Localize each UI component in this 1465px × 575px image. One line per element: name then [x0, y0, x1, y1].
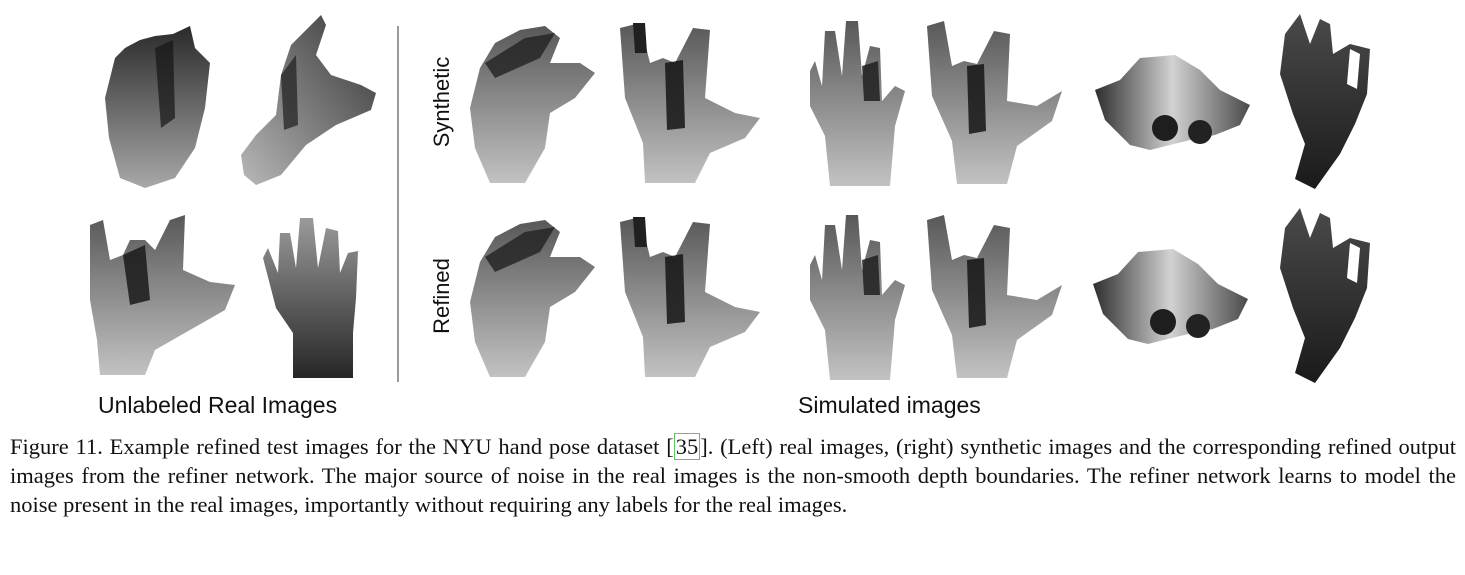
real-image-1 — [95, 18, 225, 193]
refined-image-6 — [1275, 208, 1385, 383]
figure-caption: Figure 11. Example refined test images f… — [10, 432, 1456, 519]
caption-suffix: ]. (Left) real images, (right) synthetic… — [10, 434, 1456, 517]
caption-prefix: Figure 11. Example refined test images f… — [10, 434, 674, 459]
group-label-real: Unlabeled Real Images — [98, 392, 338, 418]
refined-image-1 — [465, 212, 600, 380]
synthetic-image-3 — [800, 16, 910, 186]
real-image-2 — [236, 15, 378, 187]
synthetic-image-6 — [1275, 14, 1385, 189]
real-image-4 — [258, 213, 368, 378]
refined-image-4 — [922, 210, 1064, 380]
group-label-simulated: Simulated images — [798, 392, 981, 418]
synthetic-image-2 — [615, 18, 763, 186]
real-image-3 — [85, 210, 240, 378]
figure-divider — [397, 26, 399, 382]
citation-link[interactable]: 35 — [673, 433, 701, 460]
synthetic-image-4 — [922, 16, 1064, 186]
refined-image-3 — [800, 210, 910, 380]
row-label-synthetic: Synthetic — [429, 56, 454, 148]
synthetic-image-1 — [465, 18, 600, 186]
synthetic-image-5 — [1090, 50, 1252, 155]
refined-image-2 — [615, 212, 763, 380]
refined-image-5 — [1088, 244, 1250, 349]
figure-panel: Synthetic Refined Unlabeled Real Images … — [85, 14, 1385, 418]
row-label-refined: Refined — [429, 258, 454, 334]
